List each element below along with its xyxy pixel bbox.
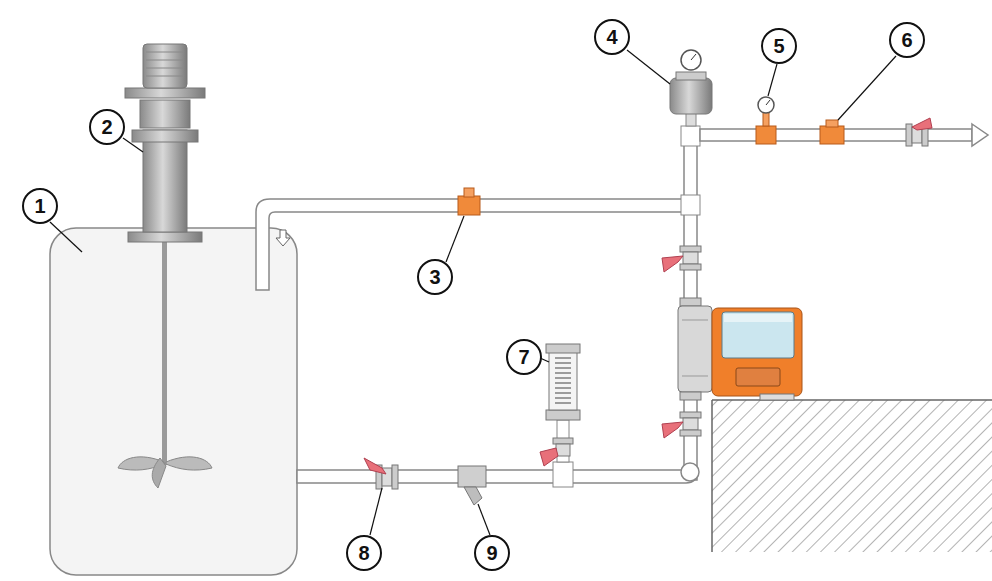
callout-number: 8 bbox=[346, 535, 382, 571]
callout-number: 1 bbox=[22, 188, 58, 224]
callout-number: 5 bbox=[761, 28, 797, 64]
callout-number: 6 bbox=[889, 22, 925, 58]
callout-number: 2 bbox=[89, 109, 125, 145]
callout-number: 9 bbox=[474, 535, 510, 571]
callout-number: 4 bbox=[594, 19, 630, 55]
callout-number: 7 bbox=[506, 339, 542, 375]
callout-number: 3 bbox=[417, 259, 453, 295]
